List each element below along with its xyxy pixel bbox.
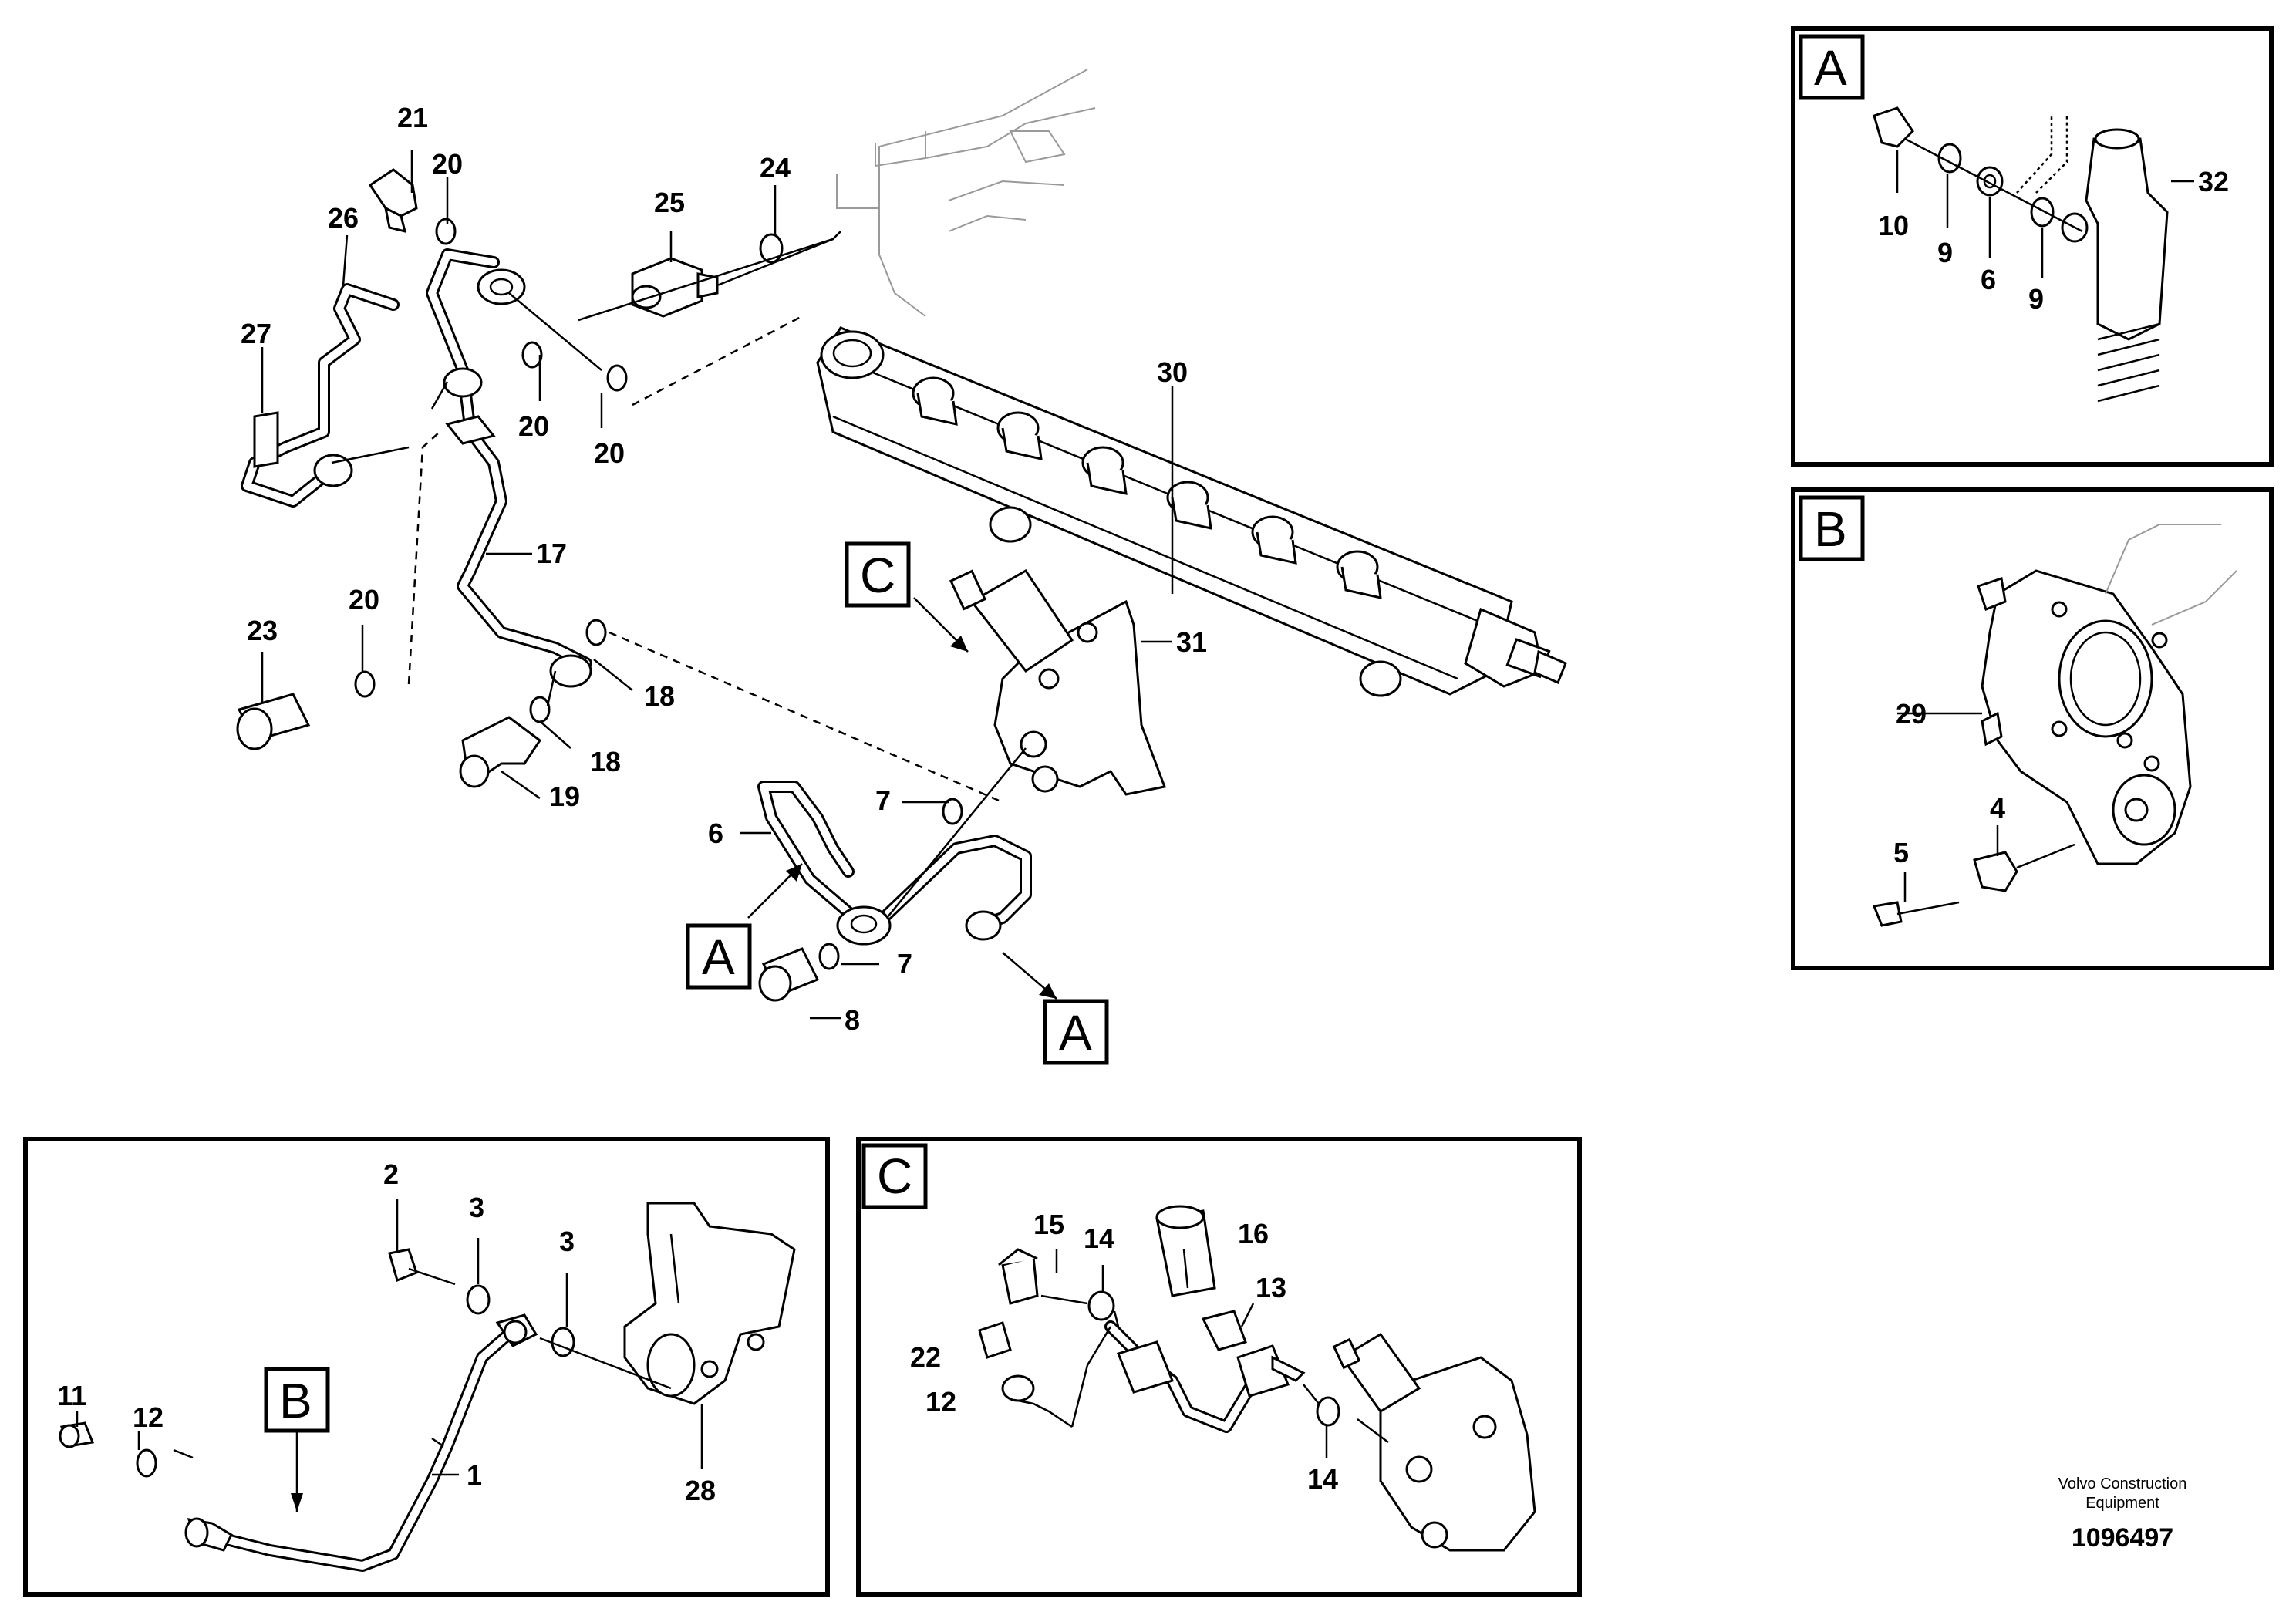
label-b-5: 5 bbox=[1893, 837, 1909, 868]
label-28: 28 bbox=[685, 1475, 716, 1506]
assembly-lines bbox=[331, 231, 1027, 919]
label-3a: 3 bbox=[469, 1192, 484, 1223]
svg-text:C: C bbox=[860, 548, 895, 603]
label-18b: 18 bbox=[590, 746, 621, 777]
label-19: 19 bbox=[549, 781, 580, 812]
callout-tag-a2: A bbox=[1043, 999, 1109, 1065]
label-26: 26 bbox=[328, 202, 359, 234]
label-20d: 20 bbox=[349, 584, 379, 615]
label-a-6: 6 bbox=[1981, 264, 1996, 295]
label-7b: 7 bbox=[897, 948, 912, 980]
fittings-top bbox=[236, 168, 1002, 1002]
label-1: 1 bbox=[467, 1459, 482, 1491]
label-31: 31 bbox=[1176, 626, 1207, 658]
pipe-17 bbox=[426, 248, 592, 669]
label-2: 2 bbox=[383, 1158, 399, 1190]
callout-tag-a1: A bbox=[686, 923, 752, 990]
washers-top bbox=[354, 218, 963, 970]
svg-text:A: A bbox=[1059, 1005, 1092, 1061]
label-b-29: 29 bbox=[1896, 698, 1927, 730]
callout-arrows bbox=[747, 597, 1057, 1000]
label-c-12: 12 bbox=[925, 1386, 956, 1418]
pressure-valve bbox=[949, 569, 1167, 796]
label-a-32: 32 bbox=[2198, 166, 2229, 197]
label-27: 27 bbox=[241, 318, 271, 349]
label-23: 23 bbox=[247, 615, 278, 646]
label-c-16: 16 bbox=[1238, 1218, 1269, 1249]
label-18a: 18 bbox=[644, 680, 675, 712]
label-20c: 20 bbox=[594, 437, 625, 469]
label-c-15: 15 bbox=[1033, 1209, 1064, 1240]
label-3b: 3 bbox=[559, 1226, 575, 1257]
detail-b-title: B bbox=[1814, 501, 1847, 557]
label-6: 6 bbox=[708, 818, 723, 849]
drawing-number: 1096497 bbox=[2072, 1523, 2173, 1553]
detail-c-title: C bbox=[877, 1148, 912, 1204]
label-8: 8 bbox=[845, 1004, 860, 1036]
label-a-10: 10 bbox=[1878, 210, 1909, 241]
label-c-13: 13 bbox=[1256, 1272, 1286, 1303]
callout-tag-b: B bbox=[279, 1373, 312, 1428]
label-c-14b: 14 bbox=[1307, 1463, 1338, 1495]
leader-lines bbox=[261, 150, 1174, 1020]
footer-block: Volvo Construction Equipment 1096497 bbox=[2058, 1475, 2187, 1553]
pipe-26 bbox=[241, 283, 400, 508]
label-20a: 20 bbox=[432, 148, 463, 180]
label-c-22: 22 bbox=[910, 1341, 941, 1373]
label-a-9b: 9 bbox=[2028, 283, 2044, 315]
label-21: 21 bbox=[397, 102, 428, 133]
svg-text:A: A bbox=[702, 929, 735, 985]
detail-panel-b-source: B bbox=[23, 1137, 830, 1597]
pipe-6-7 bbox=[757, 781, 1032, 936]
detail-a-title: A bbox=[1814, 40, 1847, 96]
label-12: 12 bbox=[133, 1401, 164, 1433]
label-30: 30 bbox=[1157, 356, 1188, 388]
label-20b: 20 bbox=[518, 410, 549, 442]
detail-panel-a: A bbox=[1791, 26, 2274, 467]
company-name-line1: Volvo Construction bbox=[2058, 1475, 2187, 1492]
fuel-rail bbox=[816, 326, 1567, 697]
company-name-line2: Equipment bbox=[2085, 1495, 2159, 1512]
label-17: 17 bbox=[536, 538, 567, 569]
engine-block-outline bbox=[836, 69, 1096, 317]
label-a-9a: 9 bbox=[1937, 237, 1953, 268]
label-b-4: 4 bbox=[1990, 792, 2005, 824]
label-25: 25 bbox=[654, 187, 685, 218]
detail-panel-c: C bbox=[856, 1137, 1582, 1597]
label-c-14a: 14 bbox=[1084, 1222, 1114, 1254]
label-7a: 7 bbox=[875, 784, 891, 816]
detail-panel-b: B bbox=[1791, 487, 2274, 970]
callout-tag-c: C bbox=[845, 541, 911, 608]
label-11: 11 bbox=[57, 1380, 86, 1411]
label-24: 24 bbox=[760, 152, 791, 184]
